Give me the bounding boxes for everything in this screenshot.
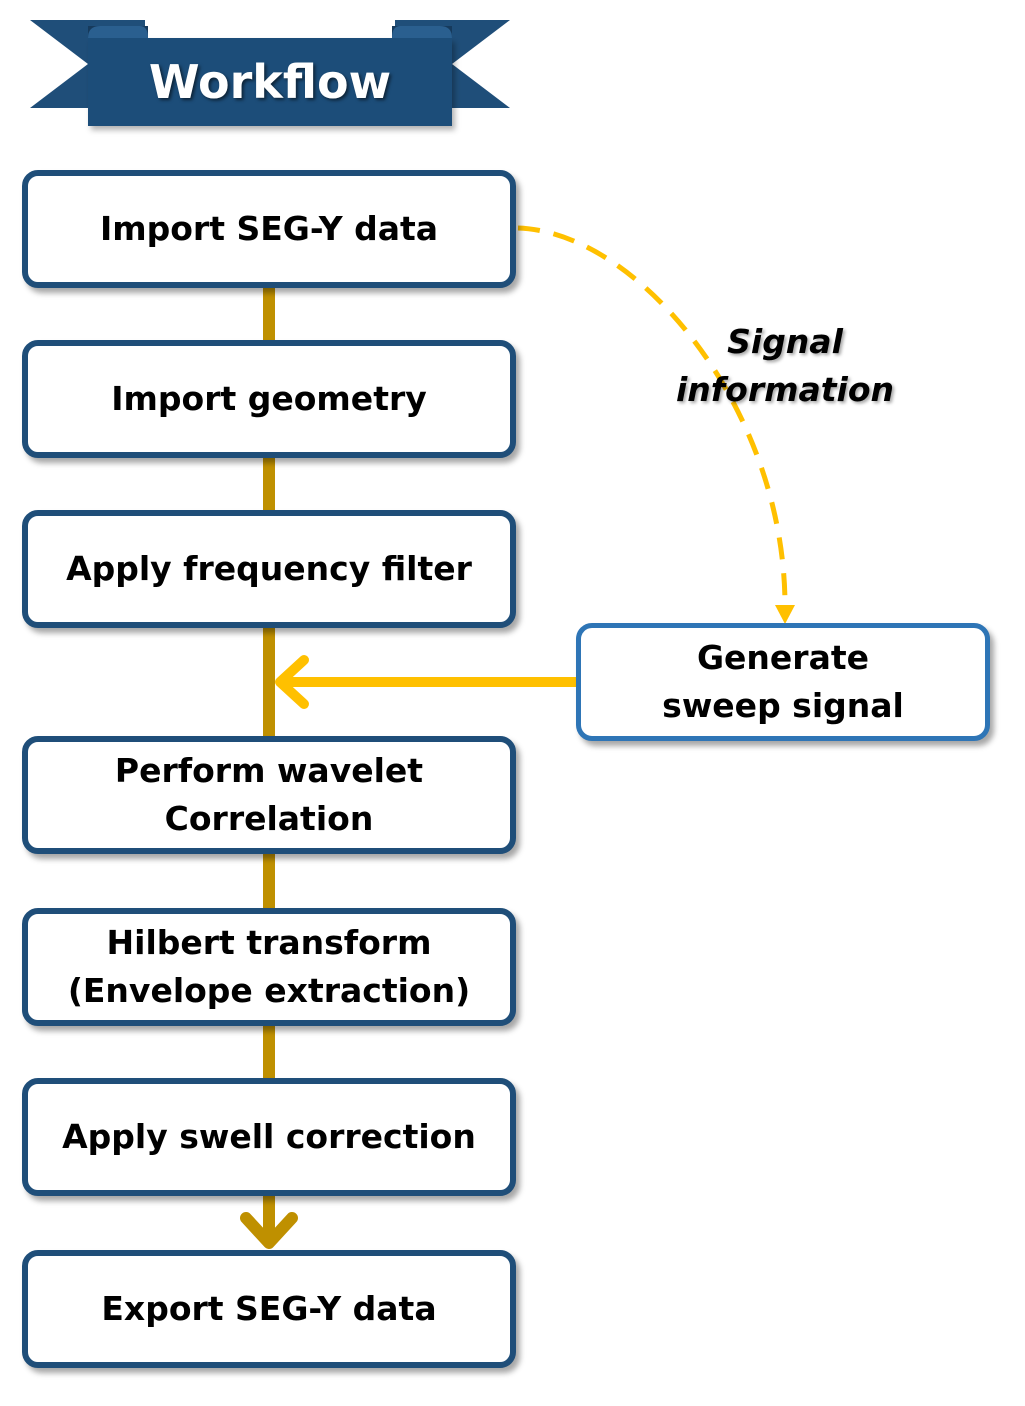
signal-information-label: Signal information (675, 322, 894, 409)
banner-ribbon (30, 20, 510, 126)
step-import-segy: Import SEG-Y data (22, 170, 516, 288)
step-import-geometry: Import geometry (22, 340, 516, 458)
step-export-segy: Export SEG-Y data (22, 1250, 516, 1368)
step-wavelet-correlation: Perform wavelet Correlation (22, 736, 516, 854)
arrowhead-left-icon (275, 655, 309, 709)
banner-body (88, 38, 452, 126)
banner-title: Workflow (148, 55, 392, 109)
step-generate-sweep-signal: Generate sweep signal (576, 623, 990, 741)
main-connector (240, 284, 298, 1249)
arrowhead-down-icon (240, 1212, 298, 1249)
step-apply-frequency-filter: Apply frequency filter (22, 510, 516, 628)
arrowhead-down-small-icon (775, 605, 795, 624)
signal-information-curve (517, 225, 795, 624)
step-swell-correction: Apply swell correction (22, 1078, 516, 1196)
step-hilbert-transform: Hilbert transform (Envelope extraction) (22, 908, 516, 1026)
sweep-arrow (275, 655, 583, 709)
